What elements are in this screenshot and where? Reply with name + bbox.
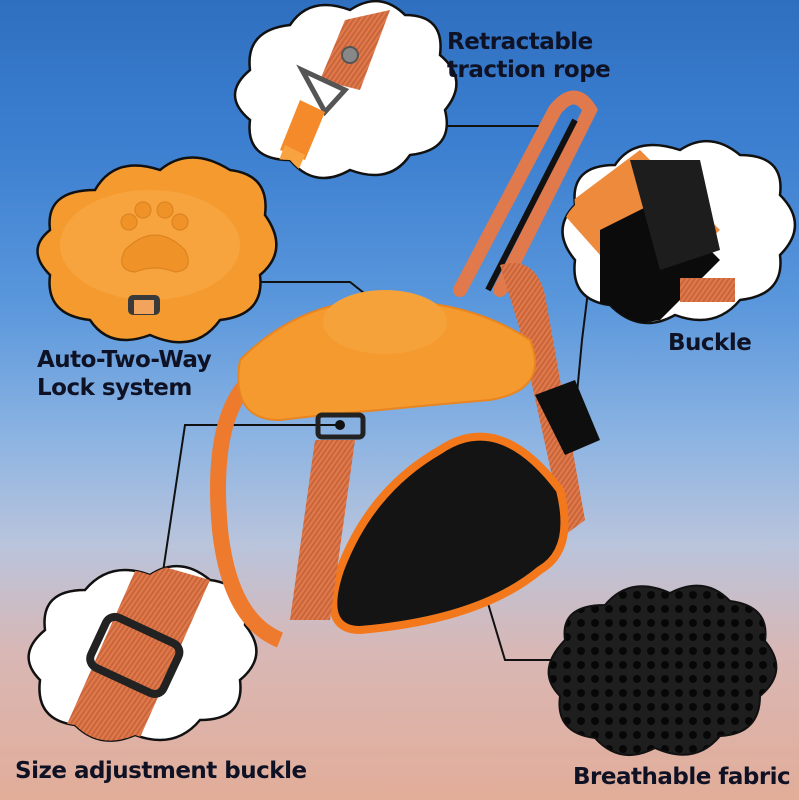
cloud-fabric: [547, 584, 778, 756]
label-lock-system: Auto-Two-Way Lock system: [37, 347, 212, 401]
label-traction-rope: Retractable traction rope: [447, 29, 611, 83]
cloud-traction-rope: [233, 0, 458, 180]
label-size-adjust: Size adjustment buckle: [15, 758, 307, 784]
cloud-buckle: [561, 139, 797, 325]
cloud-lock-system: [36, 156, 278, 344]
cloud-size-adjust: [27, 564, 258, 742]
label-fabric: Breathable fabric: [573, 764, 791, 790]
harness-illustration: [210, 90, 600, 648]
label-buckle: Buckle: [668, 330, 752, 356]
